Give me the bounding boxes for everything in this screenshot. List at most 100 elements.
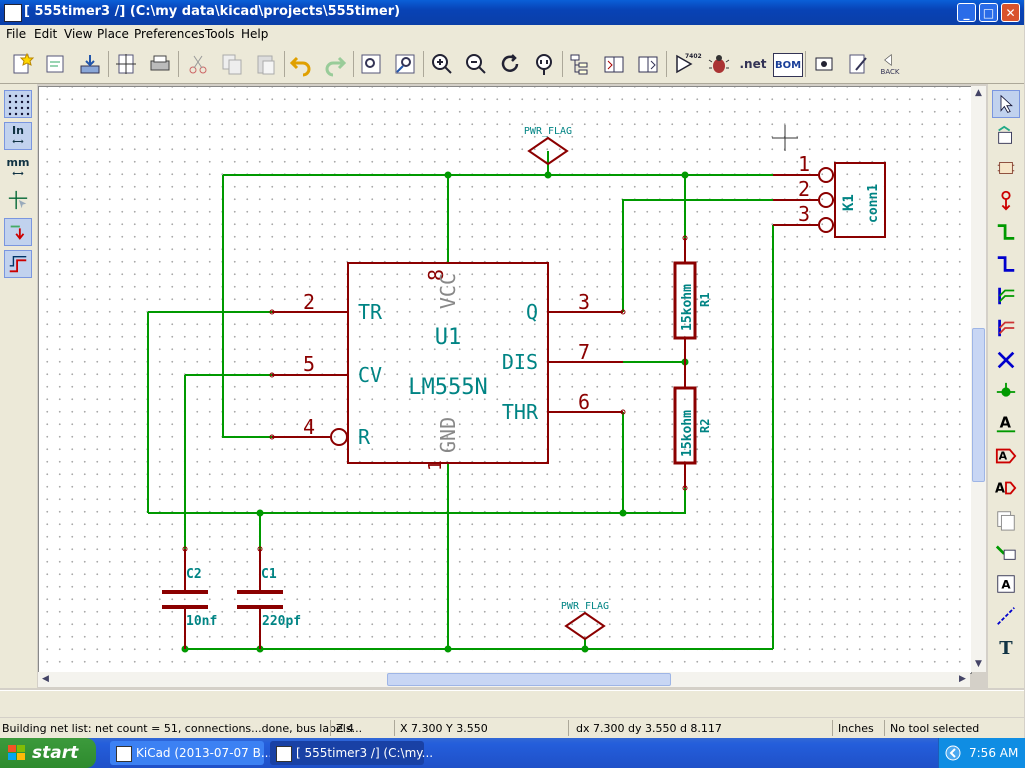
redo-icon[interactable]: [321, 50, 349, 78]
scroll-up-icon[interactable]: ▲: [975, 88, 982, 98]
k1-pin2-number: 2: [798, 177, 810, 201]
select-arrow-icon[interactable]: [992, 90, 1020, 118]
import-sheet-pin-icon[interactable]: [992, 538, 1020, 566]
menu-help[interactable]: Help: [241, 27, 269, 41]
undo-icon[interactable]: [287, 50, 315, 78]
add-hierarchical-label-icon[interactable]: A: [992, 474, 1020, 502]
redraw-icon[interactable]: [496, 50, 524, 78]
find-replace-icon[interactable]: [391, 50, 419, 78]
add-global-label-icon[interactable]: A: [992, 442, 1020, 470]
k1-connector[interactable]: 1 2 3 K1 conn1: [773, 152, 886, 238]
add-bus-icon[interactable]: [992, 250, 1020, 278]
add-sheet-icon[interactable]: [992, 506, 1020, 534]
hierarchy-push-icon[interactable]: [992, 122, 1020, 150]
restore-button[interactable]: □: [979, 3, 998, 22]
wire-to-bus-entry-icon[interactable]: [992, 282, 1020, 310]
r1-resistor[interactable]: 15kohm R1: [673, 235, 712, 362]
horizontal-scrollbar[interactable]: ◀ ▶: [38, 672, 970, 687]
menu-bar: File Edit View Place Preferences Tools H…: [0, 25, 1024, 45]
library-browser-icon[interactable]: [634, 50, 662, 78]
grid-toggle-icon[interactable]: [4, 90, 32, 118]
status-delta: dx 7.300 dy 3.550 d 8.117: [576, 722, 722, 735]
print-icon[interactable]: [146, 50, 174, 78]
message-panel: [0, 690, 1024, 717]
back-icon[interactable]: BACK: [876, 50, 904, 78]
r2-resistor[interactable]: 15kohm R2: [673, 362, 712, 491]
tray-arrow-icon[interactable]: [945, 745, 961, 761]
add-power-icon[interactable]: [992, 186, 1020, 214]
r1-value: 15kohm: [680, 284, 695, 331]
wires: [147, 151, 774, 650]
r2-value: 15kohm: [680, 410, 695, 457]
add-label-icon[interactable]: A: [992, 410, 1020, 438]
annotate-icon[interactable]: [844, 50, 872, 78]
no-connect-icon[interactable]: [992, 346, 1020, 374]
zoom-in-icon[interactable]: [428, 50, 456, 78]
add-wire-icon[interactable]: [992, 218, 1020, 246]
start-button[interactable]: start: [0, 738, 96, 768]
cursor-shape-icon[interactable]: [4, 186, 32, 214]
menu-tools[interactable]: Tools: [205, 27, 235, 41]
k1-value: conn1: [866, 184, 881, 223]
scroll-right-icon[interactable]: ▶: [959, 674, 966, 684]
menu-edit[interactable]: Edit: [34, 27, 58, 41]
close-button[interactable]: ✕: [1001, 3, 1020, 22]
add-component-icon[interactable]: [992, 154, 1020, 182]
zoom-auto-icon[interactable]: [530, 50, 558, 78]
find-icon[interactable]: [357, 50, 385, 78]
bom-icon[interactable]: BOM: [773, 53, 803, 77]
cvpcb-icon[interactable]: [810, 50, 838, 78]
new-schematic-icon[interactable]: [8, 50, 36, 78]
taskbar-kicad[interactable]: KiCad (2013-07-07 B...: [110, 741, 272, 765]
library-editor-icon[interactable]: [600, 50, 628, 78]
menu-view[interactable]: View: [64, 27, 93, 41]
taskbar-eeschema[interactable]: [ 555timer3 /] (C:\my...: [270, 741, 433, 765]
right-toolbar: A A A A T: [988, 84, 1024, 688]
eeschema-task-icon: [276, 746, 292, 762]
zoom-out-icon[interactable]: [462, 50, 490, 78]
erc-icon[interactable]: [705, 50, 733, 78]
units-inches-label: In: [12, 124, 24, 137]
paste-icon[interactable]: [252, 50, 280, 78]
bus-wire-orient-icon[interactable]: [4, 250, 32, 278]
u1-lm555n[interactable]: 2 TR 5 CV 4 R 3 Q 7 DIS 6 THR 8 VCC 1 GN…: [269, 262, 626, 471]
pwr-flag-top[interactable]: PWR_FLAG: [524, 126, 572, 166]
schematic-canvas[interactable]: 2 TR 5 CV 4 R 3 Q 7 DIS 6 THR 8 VCC 1 GN…: [38, 86, 972, 674]
hierarchy-navigator-icon[interactable]: [566, 50, 594, 78]
vertical-scrollbar[interactable]: ▲ ▼: [971, 86, 986, 672]
cut-icon[interactable]: [184, 50, 212, 78]
menu-place[interactable]: Place: [97, 27, 129, 41]
u1-pin5-number: 5: [303, 352, 315, 376]
taskbar-eeschema-label: [ 555timer3 /] (C:\my...: [296, 746, 434, 760]
scroll-down-icon[interactable]: ▼: [975, 659, 982, 669]
netlist-icon[interactable]: .net: [739, 50, 767, 78]
horizontal-scroll-thumb[interactable]: [387, 673, 671, 686]
vertical-scroll-thumb[interactable]: [972, 328, 985, 482]
menu-file[interactable]: File: [6, 27, 27, 41]
bus-to-bus-entry-icon[interactable]: [992, 314, 1020, 342]
u1-pin1-number: 1: [425, 460, 446, 471]
add-sheet-pin-icon[interactable]: A: [992, 570, 1020, 598]
status-bar: Building net list: net count = 51, conne…: [0, 718, 1024, 738]
copy-icon[interactable]: [218, 50, 246, 78]
units-mm-button[interactable]: mm⟷: [6, 156, 30, 178]
open-sheet-icon[interactable]: [42, 50, 70, 78]
add-junction-icon[interactable]: [992, 378, 1020, 406]
c2-capacitor[interactable]: C2 10nf: [162, 546, 217, 649]
pwr-flag-bottom[interactable]: PWR_FLAG: [561, 601, 609, 641]
save-icon[interactable]: [76, 50, 104, 78]
pcbnew-icon[interactable]: 7402: [671, 50, 702, 78]
c1-reference: C1: [261, 567, 277, 582]
u1-pin3-number: 3: [578, 290, 590, 314]
add-graphic-text-icon[interactable]: T: [992, 634, 1020, 662]
add-graphic-line-icon[interactable]: [992, 602, 1020, 630]
hidden-pins-icon[interactable]: [4, 218, 32, 246]
page-settings-icon[interactable]: [112, 50, 140, 78]
scroll-left-icon[interactable]: ◀: [42, 674, 49, 684]
minimize-button[interactable]: _: [957, 3, 976, 22]
window-title: [ 555timer3 /] (C:\my data\kicad\project…: [24, 4, 401, 19]
c1-capacitor[interactable]: C1 220pf: [237, 546, 301, 649]
units-inches-button[interactable]: In⟷: [4, 122, 32, 150]
main-toolbar: 7402 .net BOM BACK: [0, 45, 1024, 84]
menu-preferences[interactable]: Preferences: [134, 27, 205, 41]
